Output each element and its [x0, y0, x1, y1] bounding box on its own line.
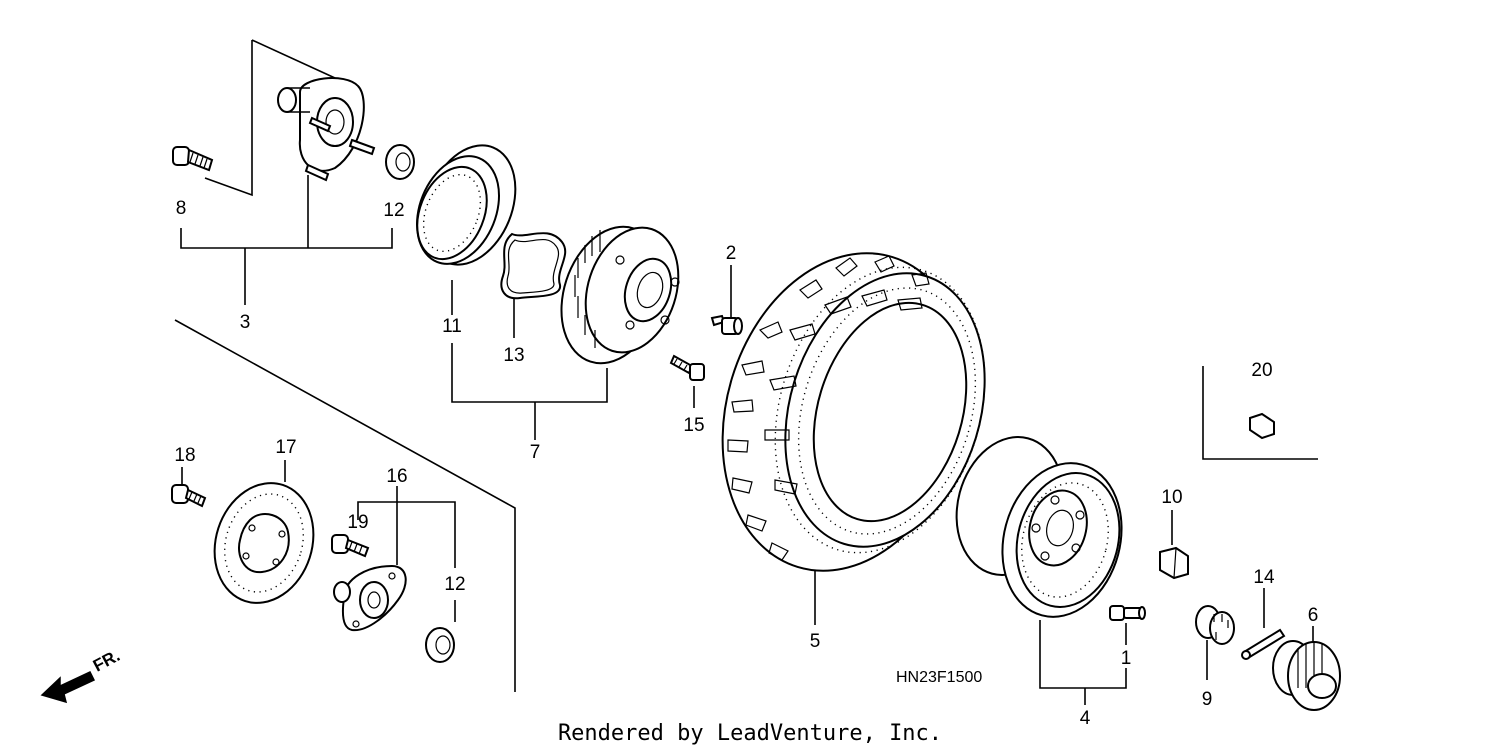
callout-2[interactable]: 2	[726, 243, 737, 264]
brake-drum-11-icon	[415, 144, 517, 266]
callout-12-bottom[interactable]: 12	[444, 574, 465, 595]
callout-11[interactable]: 11	[442, 316, 462, 337]
hub-16-icon	[333, 564, 407, 632]
callout-3[interactable]: 3	[240, 312, 251, 333]
bolt-2-icon	[710, 314, 743, 335]
o-ring-13-icon	[500, 232, 567, 300]
callout-6[interactable]: 6	[1308, 605, 1319, 626]
callout-15[interactable]: 15	[683, 415, 704, 436]
callout-18[interactable]: 18	[174, 445, 195, 466]
diagram-code: HN23F1500	[896, 669, 982, 686]
callout-20[interactable]: 20	[1251, 360, 1272, 381]
hub-3-icon	[277, 77, 376, 182]
callout-10[interactable]: 10	[1161, 487, 1182, 508]
bearing-12-bottom-icon	[425, 627, 455, 663]
callout-14[interactable]: 14	[1253, 567, 1275, 588]
callout-9[interactable]: 9	[1202, 689, 1213, 710]
bolt-8-icon	[172, 146, 214, 172]
leader-lines	[174, 39, 1318, 705]
callout-7[interactable]: 7	[530, 442, 541, 463]
bolt-19-icon	[331, 534, 370, 558]
brake-disc-17-icon	[213, 482, 315, 604]
callout-19[interactable]: 19	[347, 512, 368, 533]
callout-17[interactable]: 17	[275, 437, 296, 458]
footer-credit: Rendered by LeadVenture, Inc.	[558, 721, 942, 746]
bolt-18-icon	[171, 484, 207, 508]
castle-nut-9-icon	[1195, 605, 1235, 645]
callout-4[interactable]: 4	[1080, 708, 1091, 729]
direction-label: FR.	[90, 646, 123, 676]
callout-8[interactable]: 8	[176, 198, 187, 219]
brake-panel-7-icon	[560, 225, 680, 365]
tire-5-icon	[721, 252, 986, 572]
rim-4-icon	[955, 436, 1123, 618]
bearing-12-top-icon	[385, 144, 415, 180]
direction-arrow-icon: FR.	[40, 646, 123, 704]
callout-5[interactable]: 5	[810, 631, 821, 652]
valve-1-icon	[1109, 605, 1146, 621]
nut-10-icon	[1159, 546, 1189, 580]
callout-13[interactable]: 13	[503, 345, 524, 366]
hub-cap-6-icon	[1272, 640, 1341, 711]
nut-20-icon	[1249, 412, 1275, 440]
callout-labels: 8 12 3 11 13 7 2 15 5 1 4 9 10 14 6 20 1…	[174, 198, 1318, 729]
bolt-15-icon	[669, 354, 705, 381]
callout-16[interactable]: 16	[386, 466, 407, 487]
callout-12-top[interactable]: 12	[383, 200, 404, 221]
callout-1[interactable]: 1	[1121, 648, 1132, 669]
cotter-pin-14-icon	[1241, 628, 1286, 660]
